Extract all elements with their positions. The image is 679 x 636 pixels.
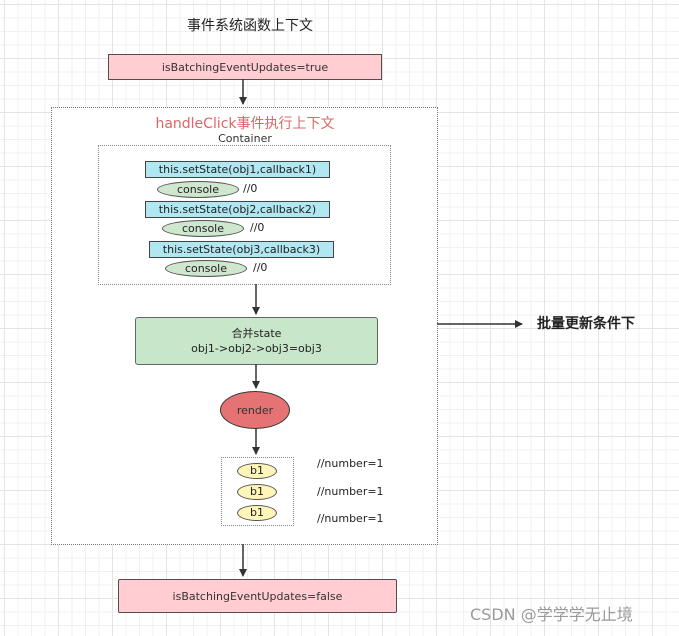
container-label: Container: [218, 132, 272, 145]
batch-update-condition-label: 批量更新条件下: [537, 316, 635, 332]
set-state-call-2: this.setState(obj2,callback2): [145, 201, 330, 218]
console-comment-1: //0: [243, 182, 258, 195]
batching-start-box: isBatchingEventUpdates=true: [108, 54, 382, 80]
child-node-b1-1: b1: [237, 463, 277, 479]
console-node-2: console: [162, 220, 244, 237]
batching-end-label: isBatchingEventUpdates=false: [172, 589, 343, 603]
merge-state-detail: obj1->obj2->obj3=obj3: [191, 342, 322, 355]
watermark: CSDN @学学学无止境: [470, 605, 633, 624]
merge-state-title: 合并state: [231, 327, 282, 340]
render-node: render: [220, 391, 290, 429]
console-node-1: console: [157, 181, 239, 198]
child-comment-1: //number=1: [317, 457, 384, 470]
console-label: console: [184, 262, 228, 275]
console-comment-3: //0: [253, 261, 268, 274]
set-state-call-1: this.setState(obj1,callback1): [145, 161, 330, 178]
set-state-call-label: this.setState(obj1,callback1): [158, 163, 317, 176]
child-label: b1: [250, 506, 264, 519]
console-node-3: console: [165, 260, 247, 277]
set-state-call-3: this.setState(obj3,callback3): [149, 241, 334, 258]
handle-click-context-title: handleClick事件执行上下文: [155, 116, 335, 132]
render-label: render: [236, 403, 274, 417]
child-comment-2: //number=1: [317, 485, 384, 498]
set-state-call-label: this.setState(obj3,callback3): [162, 243, 321, 256]
merge-state-box: 合并state obj1->obj2->obj3=obj3: [135, 317, 378, 365]
child-node-b1-2: b1: [237, 484, 277, 500]
batching-end-box: isBatchingEventUpdates=false: [118, 579, 397, 613]
console-comment-2: //0: [250, 221, 265, 234]
set-state-call-label: this.setState(obj2,callback2): [158, 203, 317, 216]
child-label: b1: [250, 464, 264, 477]
top-context-title: 事件系统函数上下文: [187, 18, 313, 34]
batching-start-label: isBatchingEventUpdates=true: [161, 60, 329, 74]
console-label: console: [181, 222, 225, 235]
console-label: console: [176, 183, 220, 196]
child-label: b1: [250, 485, 264, 498]
child-comment-3: //number=1: [317, 512, 384, 525]
child-node-b1-3: b1: [237, 505, 277, 521]
